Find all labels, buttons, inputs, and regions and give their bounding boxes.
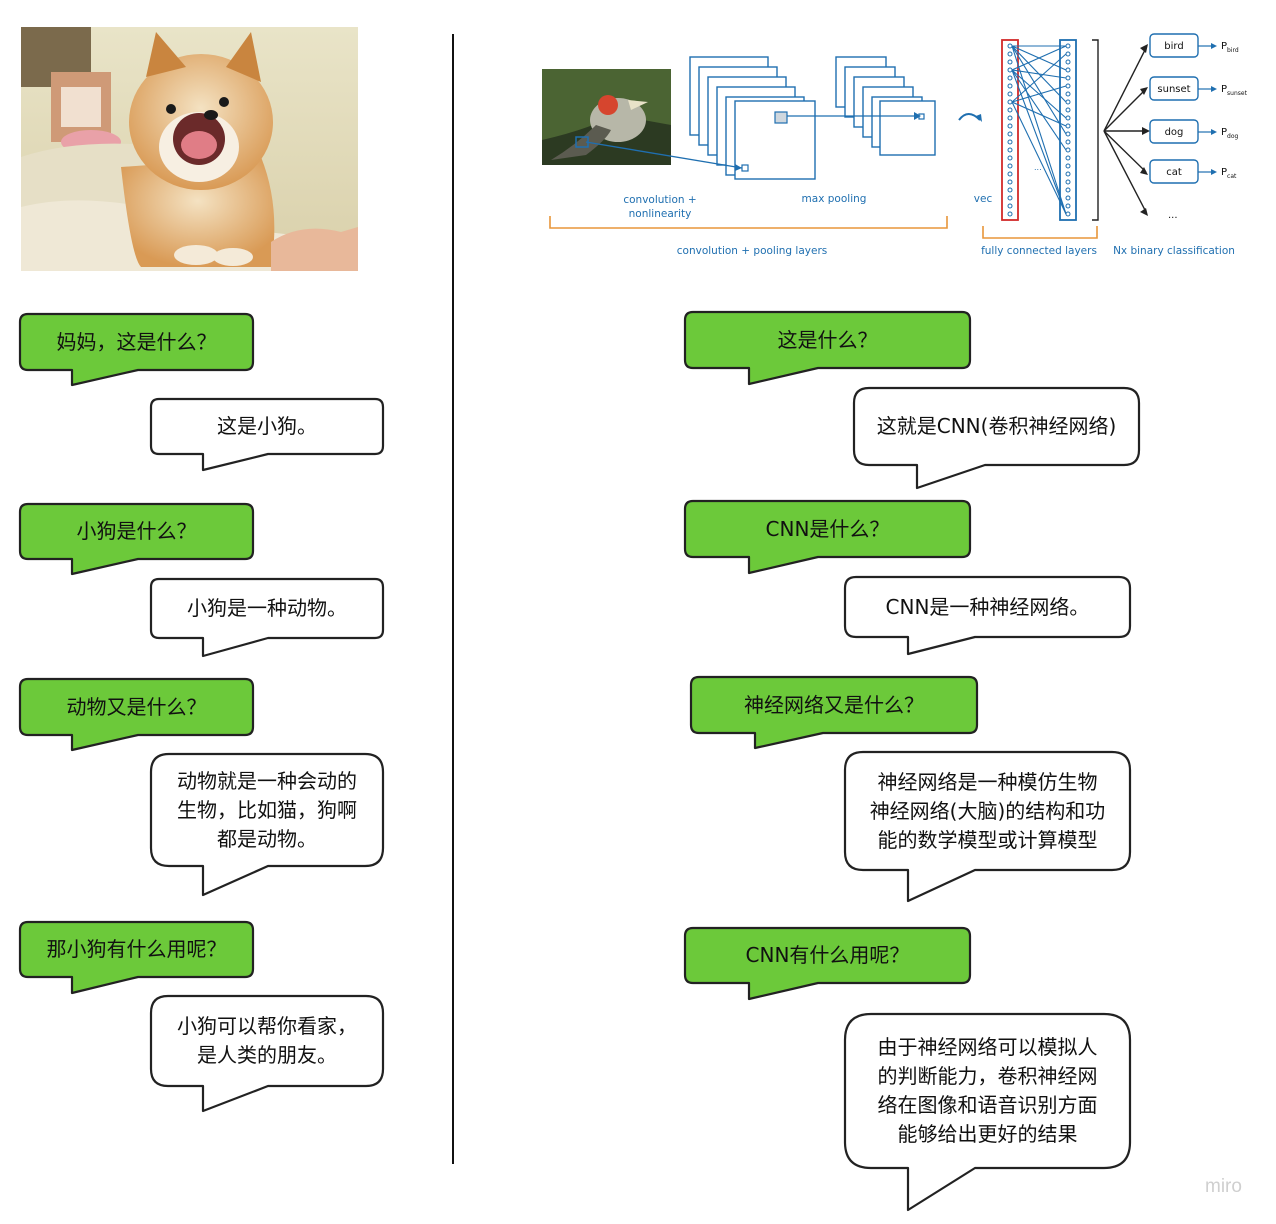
bubble-left-a4-line2: 是人类的朋友。 [197,1043,337,1067]
prob-sub-sunset: sunset [1227,90,1248,97]
bubble-left-a2-text: 小狗是一种动物。 [187,596,347,620]
class-boxes [1149,33,1199,184]
bubble-right-a4 [843,1012,1132,1212]
bubble-right-q2 [683,499,972,575]
svg-text:Pbird: Pbird [1221,41,1239,54]
bubble-left-a3-line1: 动物就是一种会动的 [177,768,357,793]
class-label-sunset: sunset [1157,84,1190,95]
bird-input-image [542,69,671,165]
bubble-left-a3-line3: 都是动物。 [217,826,317,851]
miro-watermark: miro [1205,1176,1242,1197]
prob-p-sunset: P [1221,84,1227,95]
conv-label-line2: nonlinearity [629,208,692,220]
bubble-right-a2-text: CNN是一种神经网络。 [885,594,1090,619]
bubble-right-a3 [843,750,1132,903]
maxpool-label: max pooling [802,193,867,205]
bubble-left-a2 [149,577,385,658]
bubble-left-a4-text: 小狗可以帮你看家， 是人类的朋友。 [151,996,383,1086]
center-divider [452,34,454,1164]
bubble-right-a3-line2: 神经网络(大脑)的结构和功 [869,798,1106,823]
prob-p-bird: P [1221,41,1227,52]
bubble-left-q2 [18,502,255,576]
bubble-left-q4-text: 那小狗有什么用呢？ [46,937,227,961]
vec-label: vec [974,193,993,205]
bubble-right-q4-text: CNN有什么用呢？ [745,943,910,967]
prob-sub-bird: bird [1227,47,1239,54]
bubble-left-q1-text: 妈妈，这是什么？ [56,329,217,354]
svg-text:Pdog: Pdog [1221,127,1239,140]
bubble-right-a3-line1: 神经网络是一种模仿生物 [877,769,1098,794]
classification-label: Nx binary classification [1113,245,1235,257]
bubble-left-a3 [149,752,385,897]
bubble-right-q4 [683,926,972,1001]
bubble-right-a4-text: 由于神经网络可以模拟人 的判断能力，卷积神经网 络在图像和语音识别方面 能够给出… [845,1014,1130,1168]
fc-ellipsis: ... [1034,163,1042,172]
prob-p-cat: P [1221,167,1227,178]
bubble-left-q1 [18,312,255,387]
bubble-left-a1-text: 这是小狗。 [217,414,317,438]
bubble-right-a4-line2: 的判断能力，卷积神经网 [877,1064,1098,1088]
bubble-right-q3 [689,675,979,750]
bubble-left-a1 [149,397,385,472]
bubble-left-q3 [18,677,255,752]
bubble-left-q3-text: 动物又是什么？ [66,694,207,719]
bubble-right-q2-text: CNN是什么？ [765,516,890,541]
svg-text:Pcat: Pcat [1221,167,1237,180]
bubble-left-q2-text: 小狗是什么？ [76,519,197,543]
bubble-right-a1 [852,386,1141,490]
conv-label-line1: convolution + [623,194,696,206]
bubble-right-a4-line1: 由于神经网络可以模拟人 [877,1035,1098,1059]
class-label-bird: bird [1164,41,1183,52]
prob-sub-dog: dog [1227,133,1238,140]
bubble-right-q3-text: 神经网络又是什么？ [744,692,924,717]
bubble-right-a2 [843,575,1132,656]
bubble-right-a1-text: 这就是CNN(卷积神经网络) [876,414,1117,438]
bubble-right-q1 [683,310,972,386]
more-classes-dots: ... [1168,210,1178,221]
class-label-cat: cat [1166,167,1182,178]
bubble-left-a4 [149,994,385,1113]
bubble-left-a3-text: 动物就是一种会动的 生物，比如猫，狗啊 都是动物。 [151,754,383,866]
fc-bracket-label: fully connected layers [981,245,1097,257]
class-label-dog: dog [1165,127,1184,138]
shiba-dog-photo [21,27,358,271]
svg-text:Psunset: Psunset [1221,84,1248,97]
cnn-diagram: bird sunset dog cat Pbird Psunset Pdog P… [536,30,1266,270]
bubble-right-a4-line3: 络在图像和语音识别方面 [877,1093,1098,1117]
bubble-right-a4-line4: 能够给出更好的结果 [897,1122,1078,1146]
bubble-right-q1-text: 这是什么？ [777,327,878,352]
conv-pool-bracket-label: convolution + pooling layers [677,245,827,257]
bubble-left-a4-line1: 小狗可以帮你看家， [177,1014,357,1038]
bubble-right-a3-line3: 能的数学模型或计算模型 [877,827,1098,852]
bubble-left-a3-line2: 生物，比如猫，狗啊 [177,797,357,822]
bubble-right-a3-text: 神经网络是一种模仿生物 神经网络(大脑)的结构和功 能的数学模型或计算模型 [845,752,1130,870]
prob-sub-cat: cat [1227,173,1237,180]
bubble-left-q4 [18,920,255,995]
prob-p-dog: P [1221,127,1227,138]
